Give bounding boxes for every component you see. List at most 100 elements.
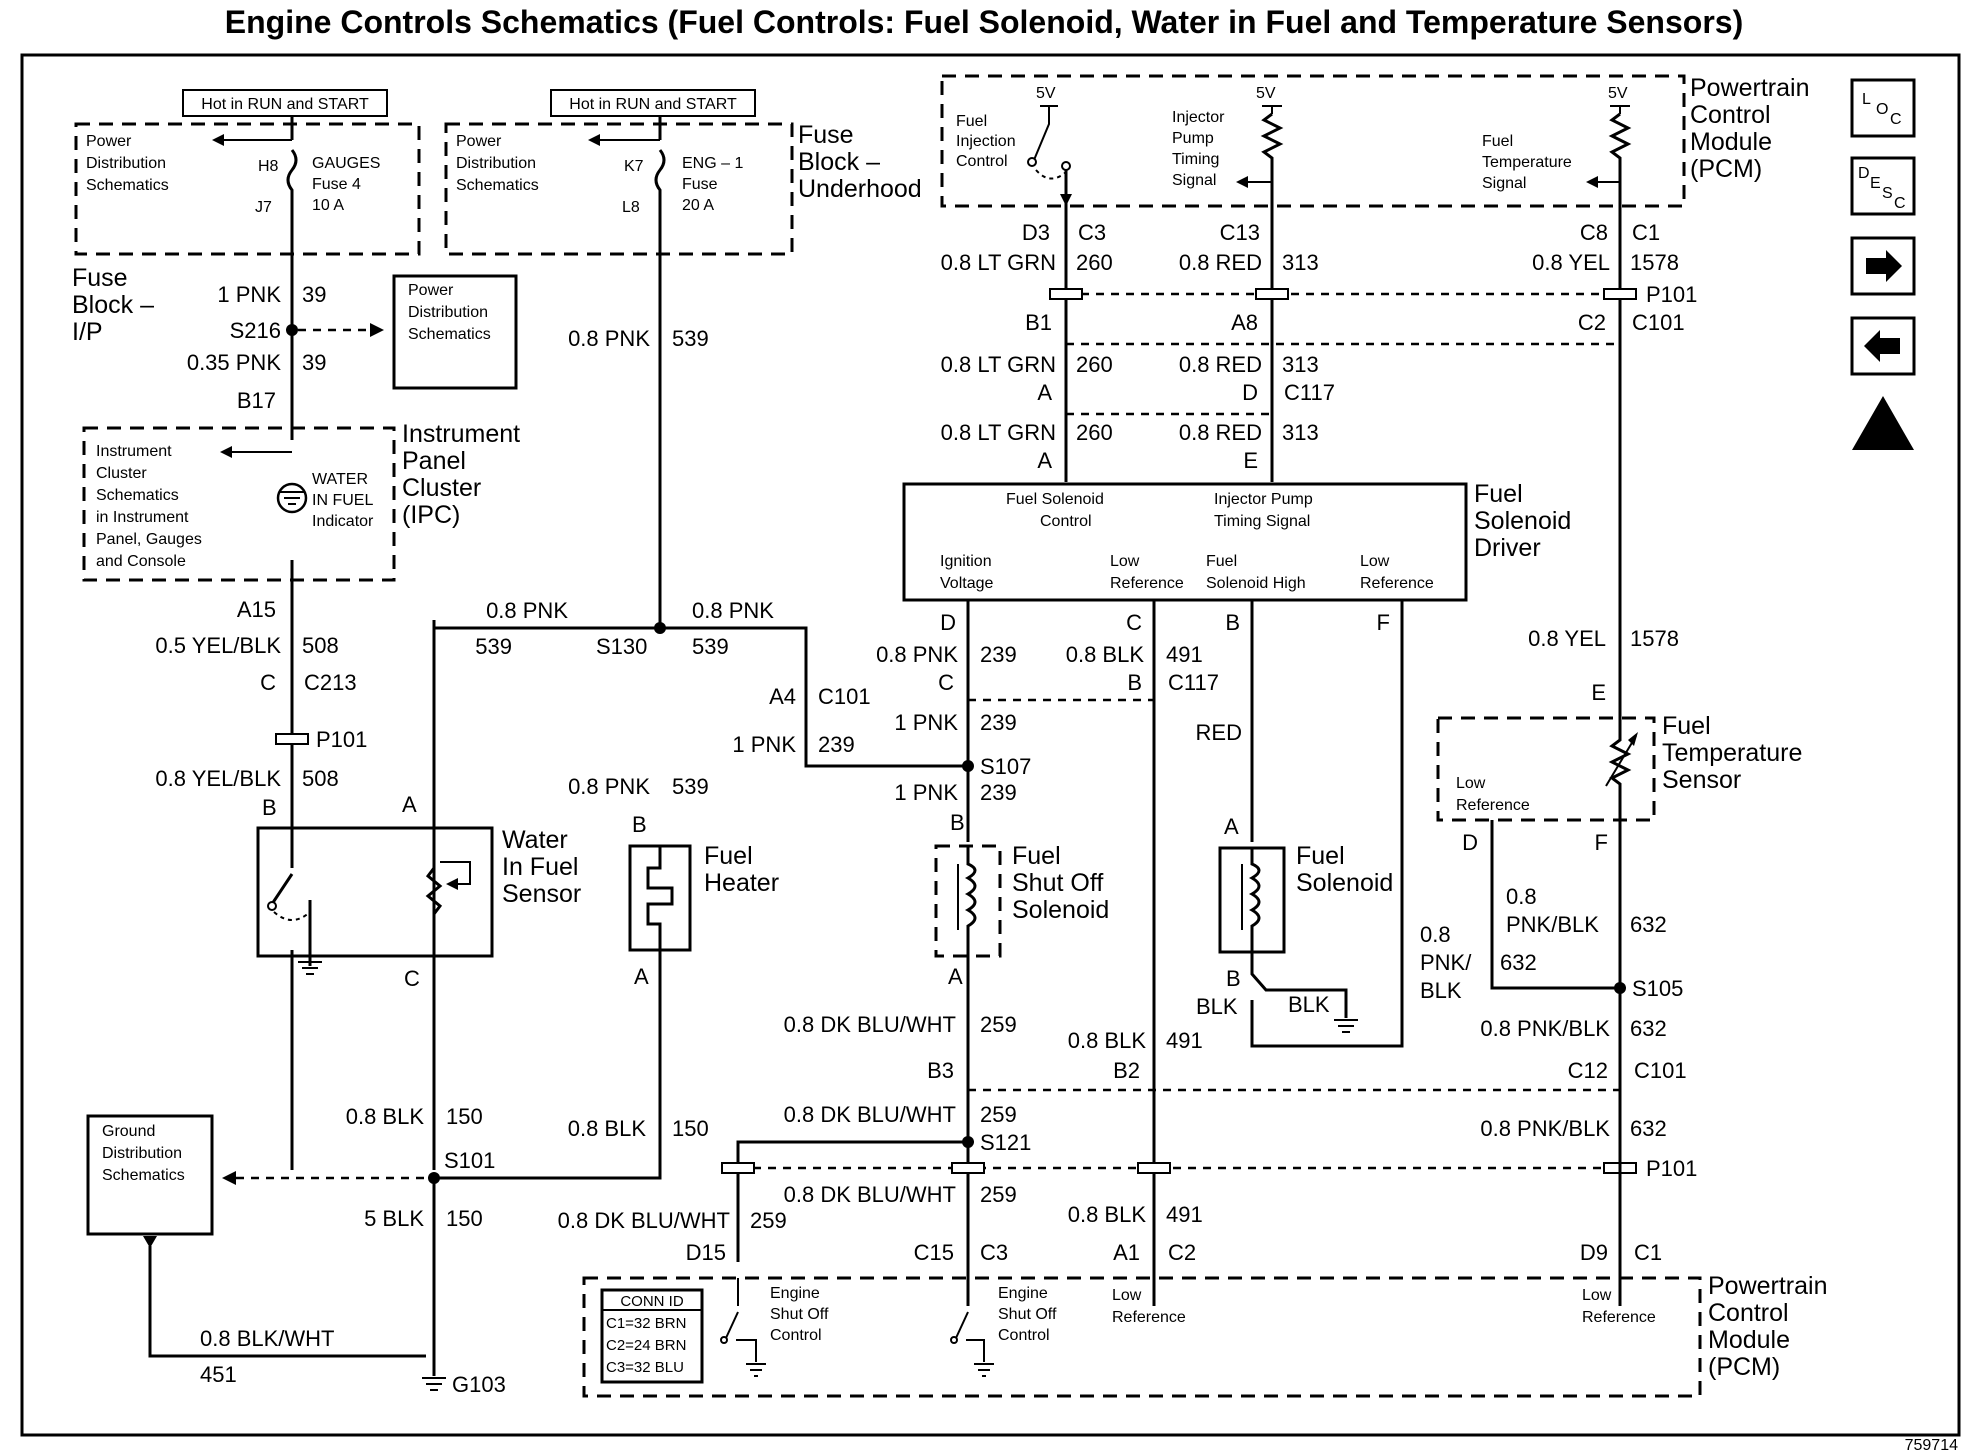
w491a: 0.8 BLK [1066, 642, 1145, 667]
c-fsd: C [1126, 610, 1142, 635]
c13: C13 [1220, 220, 1260, 245]
wif-sensor-3: Sensor [502, 880, 581, 908]
inj-3: Timing [1172, 151, 1219, 168]
n150b: 150 [672, 1116, 709, 1141]
n260b: 260 [1076, 352, 1113, 377]
p101a: P101 [316, 727, 367, 752]
desc-c: C [1894, 195, 1906, 212]
n1578b: 1578 [1630, 626, 1679, 651]
w632a-2: PNK/BLK [1506, 912, 1599, 937]
w632b-3: BLK [1420, 978, 1462, 1003]
b-fsd: B [1225, 610, 1240, 635]
b-wif: B [262, 795, 277, 820]
c213: C213 [304, 670, 357, 695]
n150c: 150 [446, 1206, 483, 1231]
ipc-1: Instrument [402, 420, 520, 448]
w150c: 5 BLK [364, 1206, 424, 1231]
esoc1-3: Control [770, 1327, 822, 1344]
ipc-3: Cluster [402, 474, 481, 502]
ground-icon [298, 961, 322, 975]
gds-2: Distribution [102, 1145, 182, 1162]
pcm-top-2: Control [1690, 101, 1771, 129]
w491c: 0.8 BLK [1068, 1202, 1147, 1227]
pds3-line2: Distribution [408, 304, 488, 321]
b1: B1 [1025, 310, 1052, 335]
fsd-inj-1: Injector Pump [1214, 491, 1313, 508]
hot-label-1: Hot in RUN and START [201, 96, 369, 113]
n260a: 260 [1076, 250, 1113, 275]
w539a: 0.8 PNK [568, 326, 650, 351]
a-wif: A [402, 792, 417, 817]
arrow-right-icon [370, 323, 384, 337]
desc-s: S [1882, 185, 1893, 202]
w539c: 0.8 PNK [692, 598, 774, 623]
c-c117: C [938, 670, 954, 695]
blk1: BLK [1196, 994, 1238, 1019]
conn-id-c2: C2=24 BRN [606, 1337, 686, 1354]
arrow-left-icon [588, 134, 600, 146]
ipc-text-4: in Instrument [96, 509, 189, 526]
n508a: 508 [302, 633, 339, 658]
c101c: C101 [1634, 1058, 1687, 1083]
n539d: 539 [672, 774, 709, 799]
d15: D15 [686, 1240, 726, 1265]
svg-text:II: II [1878, 414, 1888, 434]
c2a: C2 [1578, 310, 1606, 335]
ipc-text-1: Instrument [96, 443, 172, 460]
w632b-2: PNK/ [1420, 950, 1472, 975]
fsd-ign-2: Voltage [940, 575, 993, 592]
w239c: 1 PNK [894, 710, 958, 735]
arrow-left-icon [222, 1171, 236, 1185]
conn-id-c3: C3=32 BLU [606, 1359, 684, 1376]
obd-icon [1852, 396, 1914, 450]
w313a: 0.8 RED [1179, 250, 1262, 275]
n632b: 632 [1500, 950, 1537, 975]
wire-low-ref [1250, 600, 1404, 1048]
fsd-2: Solenoid [1474, 507, 1571, 535]
b-c117: B [1127, 670, 1142, 695]
fts-sig-2: Temperature [1482, 154, 1572, 171]
eng-3: 20 A [682, 197, 714, 214]
ipc-text-3: Schematics [96, 487, 179, 504]
fuel-solenoid-driver-box [902, 482, 1468, 602]
lowref-b1-2: Reference [1112, 1309, 1186, 1326]
gds-3: Schematics [102, 1167, 185, 1184]
fso-1: Fuel [1012, 842, 1061, 870]
pds1-line3: Schematics [86, 177, 169, 194]
b2: B2 [1113, 1058, 1140, 1083]
w451: 0.8 BLK/WHT [200, 1326, 334, 1351]
obd-label: OBD II [1869, 438, 1896, 448]
ipc-text-6: and Console [96, 553, 186, 570]
n259b: 259 [980, 1102, 1017, 1127]
pcm-bottom-1: Powertrain [1708, 1272, 1828, 1300]
hot-label-box-2 [550, 89, 756, 117]
w259a: 0.8 DK BLU/WHT [784, 1012, 956, 1037]
fuse-block-ud-3: Underhood [798, 175, 922, 203]
w150a: 0.8 BLK [346, 1104, 425, 1129]
ipc-text-5: Panel, Gauges [96, 531, 202, 548]
c117b: C117 [1168, 670, 1219, 695]
fts-3: Sensor [1662, 766, 1741, 794]
n260c: 260 [1076, 420, 1113, 445]
c213-c: C [260, 670, 276, 695]
conn-id-c1: C1=32 BRN [606, 1315, 686, 1332]
coil-icon [1248, 848, 1261, 952]
gds-1: Ground [102, 1123, 155, 1140]
a-fsd: A [1037, 448, 1052, 473]
fts-2: Temperature [1662, 739, 1802, 767]
fts-1: Fuel [1662, 712, 1711, 740]
fuel-heater-1: Fuel [704, 842, 753, 870]
ipc-4: (IPC) [402, 501, 460, 529]
fuse-icon [286, 149, 298, 200]
fuse-icon [654, 149, 666, 200]
pcm-bottom-3: Module [1708, 1326, 1790, 1354]
c15: C15 [914, 1240, 954, 1265]
g103: G103 [452, 1372, 506, 1397]
a15: A15 [237, 597, 276, 622]
hot-label-box-1 [182, 89, 388, 117]
d9: D9 [1580, 1240, 1608, 1265]
splice-s216 [286, 324, 298, 336]
ipc-text-2: Cluster [96, 465, 147, 482]
fsd-low2-2: Reference [1360, 575, 1434, 592]
wif-sensor-2: In Fuel [502, 853, 578, 881]
